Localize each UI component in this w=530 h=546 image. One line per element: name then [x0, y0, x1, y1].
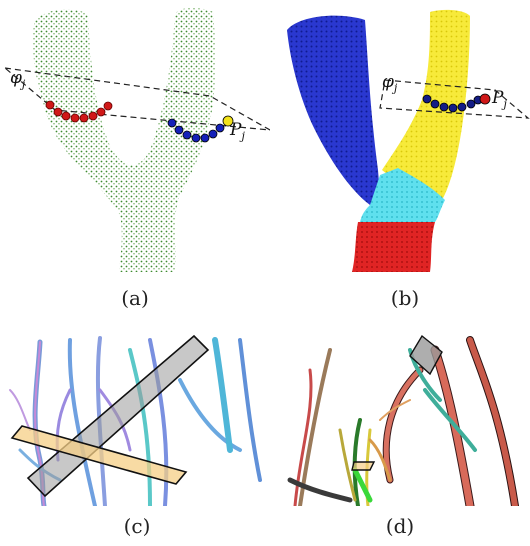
panel-b-illustration — [270, 0, 530, 280]
panel-b: φj Pj — [270, 0, 530, 280]
vessel-pointcloud-green — [33, 8, 216, 272]
caption-a: (a) — [105, 286, 165, 310]
point-label-a: Pj — [230, 120, 245, 142]
point-label-b: Pj — [492, 88, 507, 110]
panel-c — [0, 330, 270, 506]
point-pj-red — [480, 94, 490, 104]
panel-c-illustration — [0, 330, 270, 506]
caption-c: (c) — [107, 514, 167, 538]
segment-blue — [287, 16, 380, 205]
plane-label-b: φj — [382, 72, 397, 94]
caption-b: (b) — [375, 286, 435, 310]
vessel-tree-d — [290, 340, 515, 506]
plane-label-a: φj — [10, 68, 25, 90]
plane-small-d — [352, 462, 374, 470]
panel-d-illustration — [270, 330, 530, 506]
caption-d: (d) — [370, 514, 430, 538]
segment-red — [352, 222, 435, 272]
panel-d — [270, 330, 530, 506]
panel-a: φj Pj — [0, 0, 270, 280]
